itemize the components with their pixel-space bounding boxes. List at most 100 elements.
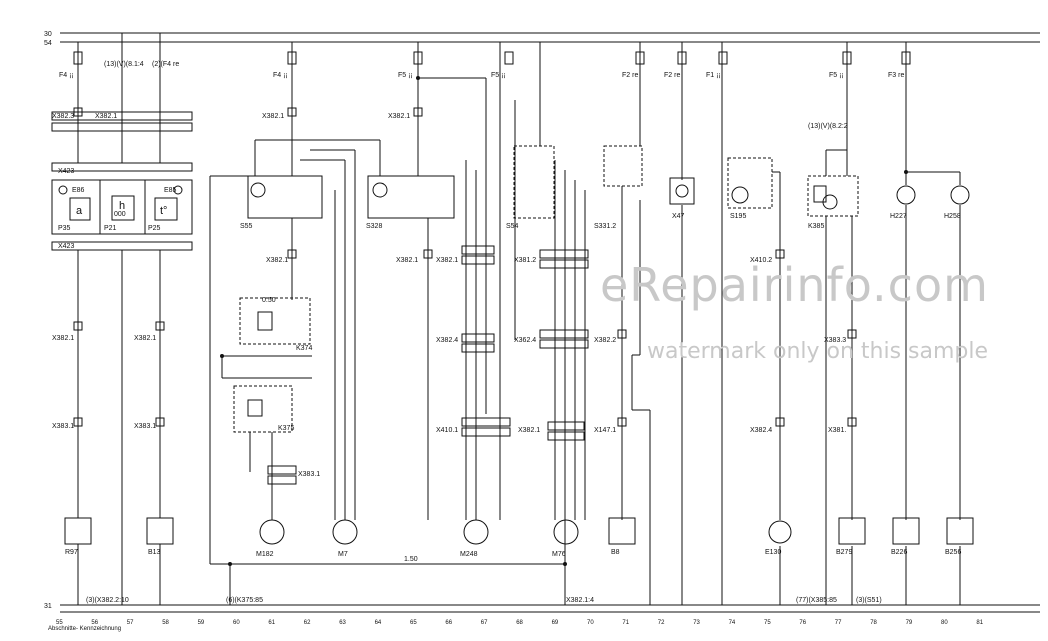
component-label: B226 <box>891 549 907 556</box>
wire-note: X382.1:4 <box>566 597 594 604</box>
m248-motor <box>463 519 489 545</box>
wire-note: (77)(X385:85 <box>796 597 837 604</box>
connector-label: X382.1 <box>262 113 284 120</box>
k375-coil <box>247 399 263 417</box>
component-label: S195 <box>730 213 746 220</box>
connector-label: X382.1 <box>266 257 288 264</box>
b226-box <box>892 517 920 545</box>
component-label: K374 <box>296 345 312 352</box>
wire-note: 1.50 <box>404 556 418 563</box>
connector-label: X382.1 <box>52 335 74 342</box>
column-number: 64 <box>375 620 382 626</box>
x410-conn-b <box>461 427 511 437</box>
connector-label: X382.4 <box>750 427 772 434</box>
fuse-col55 <box>73 51 83 65</box>
component-label: B256 <box>945 549 961 556</box>
column-number: 80 <box>941 620 948 626</box>
gauge-symbol: t° <box>160 205 167 217</box>
b13-box <box>146 517 174 545</box>
x382-1-m76-a <box>547 421 585 431</box>
connector-label: X383.1 <box>134 423 156 430</box>
k374-coil <box>257 311 273 331</box>
conn-x382-4 <box>775 417 785 427</box>
column-number: 56 <box>91 620 98 626</box>
x423-bottom-label: X423 <box>58 243 74 250</box>
component-label: M182 <box>256 551 274 558</box>
gauge-num: E85 <box>164 187 177 194</box>
conn-x382-2 <box>617 329 627 339</box>
conn-x382-1-b <box>155 321 165 331</box>
conn-x381 <box>847 417 857 427</box>
connector-label: X381.2 <box>514 257 536 264</box>
gauge-p21-face <box>111 195 135 221</box>
column-number: 66 <box>445 620 452 626</box>
connector-label: X147.1 <box>594 427 616 434</box>
footer-note: Abschnitte- Kennzeichnung <box>48 626 121 632</box>
conn-x383-3 <box>847 329 857 339</box>
gauge-symbol: h <box>119 200 125 212</box>
connector-label: X382.2 <box>594 337 616 344</box>
wire-note: (2)(F4 re <box>152 61 179 68</box>
fuse-label: F2 re <box>664 72 680 79</box>
x382-conn-m248 <box>461 245 495 255</box>
gauge-num: 000 <box>114 211 126 218</box>
wire-note: (6)(K375:85 <box>226 597 263 604</box>
gauge-label: P35 <box>58 225 71 232</box>
fuse-label: F5 ¡¡ <box>491 72 506 79</box>
column-number: 63 <box>339 620 346 626</box>
connector-label: X383.3 <box>824 337 846 344</box>
gauge-label: P25 <box>148 225 161 232</box>
h258-lamp <box>950 185 970 205</box>
conn-x382-1-c <box>287 107 297 117</box>
s195-box <box>727 157 773 209</box>
b8-box <box>608 517 636 545</box>
wire-note: (3)(X382.2:10 <box>86 597 129 604</box>
junction-dot-5 <box>220 354 224 358</box>
component-label: S55 <box>240 223 253 230</box>
s55-lamp <box>250 182 266 198</box>
connector-label: X382.1 <box>134 335 156 342</box>
x381-2-conn-a <box>539 249 589 259</box>
s331-2-box <box>603 145 643 187</box>
component-label: R97 <box>65 549 78 556</box>
conn-x382-1-f <box>423 249 433 259</box>
column-number: 65 <box>410 620 417 626</box>
component-label: S54 <box>506 223 519 230</box>
gauge-p25-face <box>154 197 178 221</box>
column-number: 60 <box>233 620 240 626</box>
s55-box <box>247 175 323 219</box>
x47-box <box>669 177 695 205</box>
connector-label: X382.1 <box>518 427 540 434</box>
column-number: 70 <box>587 620 594 626</box>
instrument-cluster-box <box>51 179 193 235</box>
column-number: 61 <box>268 620 275 626</box>
column-number: 73 <box>693 620 700 626</box>
r97-box <box>64 517 92 545</box>
fuse-col74 <box>718 51 728 65</box>
wire-note: 0.50 <box>262 297 276 304</box>
junction-dot-2 <box>228 562 232 566</box>
fuse-label: F5 ¡¡ <box>398 72 413 79</box>
s328-box <box>367 175 455 219</box>
fuse-label: F5 ¡¡ <box>829 72 844 79</box>
fuse-label: F3 re <box>888 72 904 79</box>
connector-label: X382.1 <box>95 113 117 120</box>
column-number: 76 <box>799 620 806 626</box>
x381-2-conn-b <box>539 259 589 269</box>
m76-motor <box>553 519 579 545</box>
component-label: M7 <box>338 551 348 558</box>
x410-conn-a <box>461 417 511 427</box>
x362-4-conn-b <box>539 339 589 349</box>
component-label: B8 <box>611 549 620 556</box>
junction-dot-3 <box>416 76 420 80</box>
p25-lamp <box>173 185 183 195</box>
component-label: H227 <box>890 213 907 220</box>
component-label: E130 <box>765 549 781 556</box>
k385-box <box>807 175 859 217</box>
x383-conn-m182 <box>267 465 297 475</box>
conn-x382-1-d <box>287 249 297 259</box>
wire-note: (13)(V)(8.2:2 <box>808 123 848 130</box>
connector-label: X410.2 <box>750 257 772 264</box>
